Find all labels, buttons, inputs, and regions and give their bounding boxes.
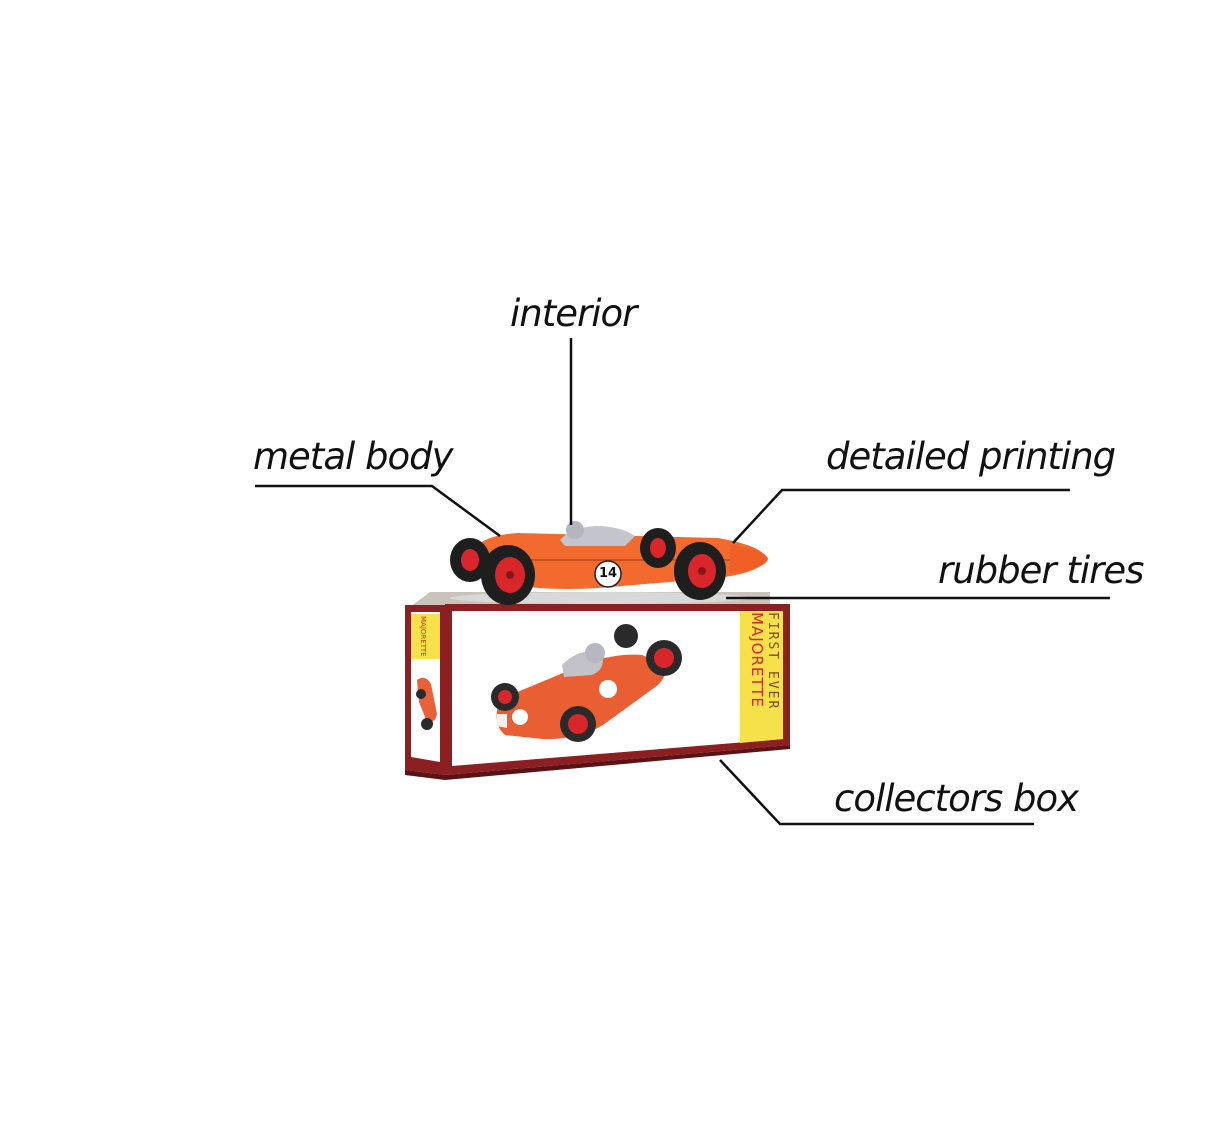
race-number: 14 [598, 566, 618, 581]
box-side-brand-text: MAJORETTE [419, 616, 427, 657]
car-wheel-front-top [640, 528, 676, 568]
collectors-box [405, 592, 790, 780]
box-car-image [491, 624, 682, 742]
callout-rubber-tires: rubber tires [938, 549, 1144, 592]
callout-interior: interior [510, 292, 637, 335]
race-car [450, 521, 768, 605]
race-number-roundel [594, 560, 622, 588]
car-wheel-rear-bottom [481, 545, 535, 605]
box-side-car-image [416, 677, 437, 730]
car-wheel-rear-top [450, 538, 490, 582]
callout-metal-body: metal body [253, 435, 454, 478]
callout-collectors-box: collectors box [834, 777, 1079, 820]
box-brand-strip [740, 611, 783, 743]
callout-detailed-printing: detailed printing [826, 435, 1116, 478]
car-wheel-front-bottom [674, 542, 726, 600]
box-line-text: FIRST EVER [765, 612, 780, 711]
